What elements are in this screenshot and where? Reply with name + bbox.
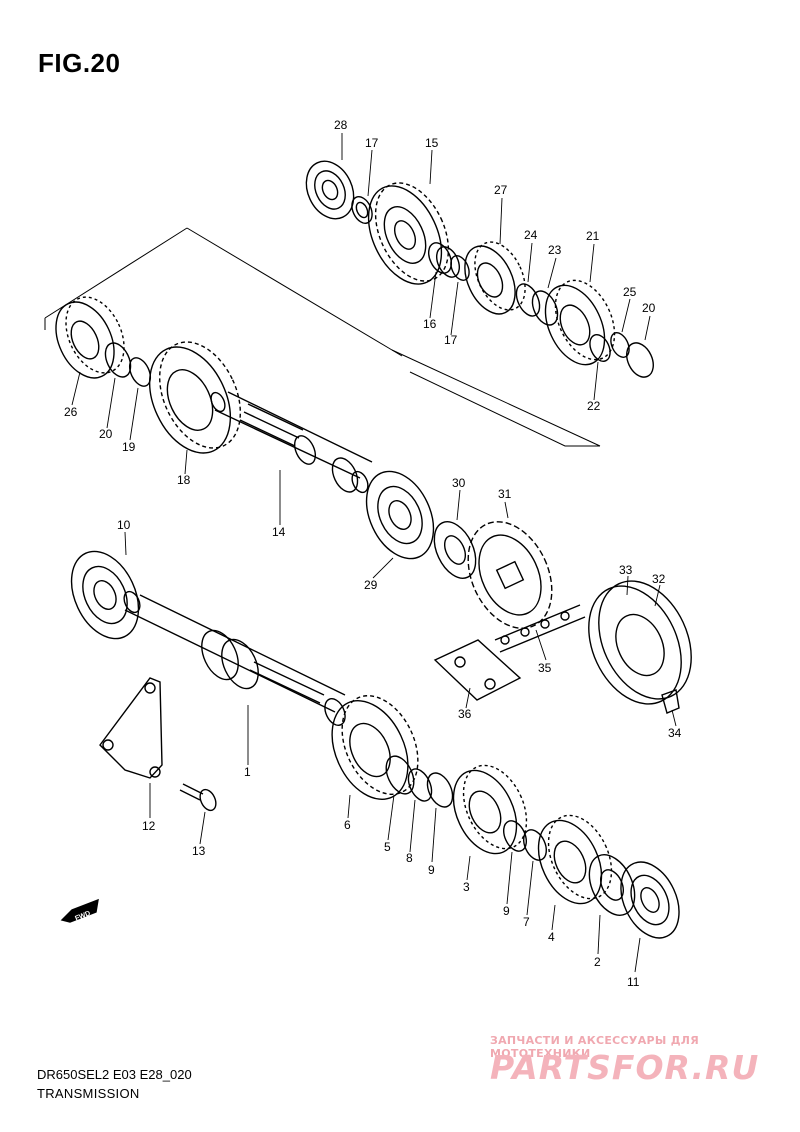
washer-17b <box>450 255 470 281</box>
part-number: 35 <box>538 661 552 675</box>
part-number: 33 <box>619 563 633 577</box>
washer-19 <box>128 357 152 387</box>
bushing-5 <box>385 755 415 795</box>
gear-3 <box>452 764 528 855</box>
bearing-11 <box>620 861 680 939</box>
bearing-29 <box>365 470 435 560</box>
part-number: 29 <box>364 578 378 592</box>
watermark-logo: PARTSFOR.RU <box>490 1048 760 1087</box>
part-number: 31 <box>498 487 512 501</box>
fwd-arrow-icon <box>60 898 99 923</box>
circlip-20 <box>626 342 654 378</box>
part-number: 20 <box>99 427 113 441</box>
part-number: 21 <box>586 229 600 243</box>
part-number: 22 <box>587 399 601 413</box>
gear-15 <box>367 182 450 285</box>
section-title: TRANSMISSION <box>37 1086 140 1101</box>
part-number: 10 <box>117 518 131 532</box>
washer-7 <box>522 829 548 861</box>
part-number: 25 <box>623 285 637 299</box>
sprocket-31 <box>467 521 553 629</box>
washer-25 <box>610 332 630 358</box>
gear-26 <box>55 296 125 379</box>
part-number: 15 <box>425 136 439 150</box>
washer-8 <box>407 768 433 802</box>
leader-lines <box>71 133 677 973</box>
bushing-23 <box>531 290 559 326</box>
part-number: 9 <box>428 863 435 877</box>
part-number: 17 <box>444 333 458 347</box>
group-outline-dash <box>391 349 403 357</box>
part-number: 28 <box>334 118 348 132</box>
part-number: 32 <box>652 572 666 586</box>
chain-joint-36 <box>433 639 522 701</box>
part-number: 34 <box>668 726 682 740</box>
part-number: 30 <box>452 476 466 490</box>
figure-code: DR650SEL2 E03 E28_020 <box>37 1067 192 1082</box>
part-number: 18 <box>177 473 191 487</box>
gear-6 <box>331 695 419 800</box>
bearing-retainer-12 <box>99 677 163 779</box>
part-number: 6 <box>344 818 351 832</box>
part-number: 14 <box>272 525 286 539</box>
circlip-9 <box>426 772 454 808</box>
chain-35 <box>494 604 586 653</box>
part-number: 1 <box>244 765 251 779</box>
part-number: 26 <box>64 405 78 419</box>
part-number: 24 <box>524 228 538 242</box>
gear-2 <box>588 854 636 916</box>
part-number: 16 <box>423 317 437 331</box>
part-number: 5 <box>384 840 391 854</box>
washer-24 <box>515 283 541 317</box>
sprocket-hub-32 <box>588 580 692 705</box>
part-number: 7 <box>523 915 530 929</box>
part-number: 36 <box>458 707 472 721</box>
part-number: 19 <box>122 440 136 454</box>
part-number: 27 <box>494 183 508 197</box>
bearing-28 <box>305 160 355 220</box>
part-number: 3 <box>463 880 470 894</box>
gear-21 <box>544 279 616 366</box>
bolt-34 <box>661 689 680 714</box>
driveshaft-1 <box>123 590 346 726</box>
part-number: 12 <box>142 819 156 833</box>
bearing-10 <box>70 550 140 640</box>
part-number: 13 <box>192 844 206 858</box>
countershaft-14 <box>210 391 373 494</box>
screw-13 <box>179 783 217 812</box>
bushing-16 <box>427 242 461 278</box>
gear-4 <box>537 814 613 905</box>
part-number: 4 <box>548 930 555 944</box>
part-number-labels: 28 17 15 27 24 23 21 25 20 16 17 22 26 2… <box>64 118 682 989</box>
part-number: 9 <box>503 904 510 918</box>
watermark-tagline: ЗАПЧАСТИ И АКСЕССУАРЫ ДЛЯ МОТОТЕХНИКИ <box>490 1034 700 1060</box>
part-number: 17 <box>365 136 379 150</box>
circlip-9b <box>502 820 528 852</box>
part-number: 8 <box>406 851 413 865</box>
figure-title: FIG.20 <box>38 48 121 78</box>
part-number: 11 <box>627 975 640 989</box>
countershaft-group-outline <box>44 227 601 447</box>
part-number: 2 <box>594 955 601 969</box>
washer-30 <box>433 521 477 579</box>
gear-18 <box>148 341 242 454</box>
part-number: 23 <box>548 243 562 257</box>
part-number: 20 <box>642 301 656 315</box>
circlip-20b <box>104 342 132 378</box>
bushing-22 <box>589 334 611 362</box>
gear-27 <box>464 241 526 315</box>
